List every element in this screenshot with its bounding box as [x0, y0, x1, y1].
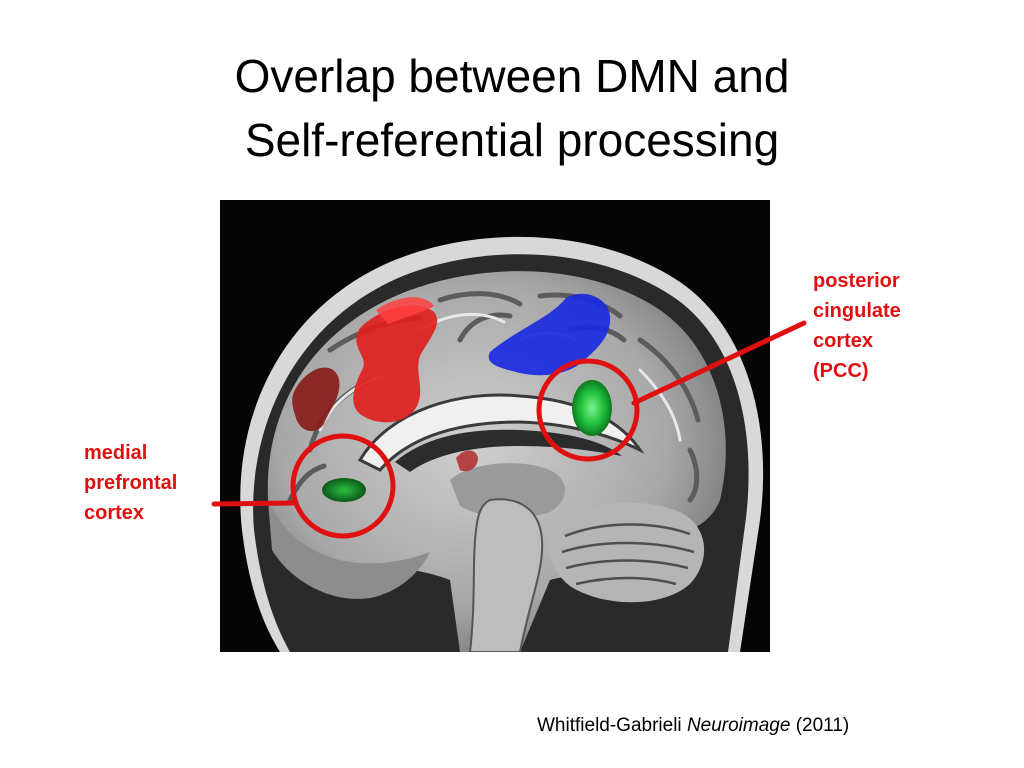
brain-mri-image: [220, 200, 770, 652]
red-activation-2: [376, 297, 434, 324]
citation-author: Whitfield-Gabrieli: [537, 715, 682, 736]
mpfc-label-line-3: cortex: [84, 502, 145, 524]
slide-title: Overlap between DMN and Self-referential…: [0, 44, 1024, 172]
pcc-label: posterior cingulate cortex (PCC): [813, 266, 901, 386]
dark-red-activation: [292, 367, 340, 432]
green-activation-mpfc: [322, 478, 366, 502]
cerebellum-folia: [561, 523, 695, 586]
mpfc-label-line-1: medial: [84, 442, 148, 464]
pcc-label-line-2: cingulate: [813, 300, 901, 322]
frontal-lower-area: [268, 500, 430, 599]
thalamus: [450, 463, 565, 518]
mpfc-label: medial prefrontal cortex: [84, 438, 177, 528]
pcc-label-line-1: posterior: [813, 270, 900, 292]
title-line-2: Self-referential processing: [244, 114, 780, 166]
green-activation-pcc: [572, 380, 612, 436]
citation-journal: Neuroimage: [686, 715, 791, 736]
pcc-label-line-4: (PCC): [813, 360, 869, 382]
red-activation-1: [353, 305, 438, 423]
brain-mri-figure: [220, 200, 770, 652]
small-red-activation: [456, 450, 478, 472]
citation: Whitfield-Gabrieli Neuroimage (2011): [537, 715, 849, 737]
mpfc-label-line-2: prefrontal: [84, 472, 178, 494]
title-line-1: Overlap between DMN and: [234, 50, 790, 102]
citation-year: (2011): [795, 715, 850, 736]
pcc-label-line-3: cortex: [813, 330, 874, 352]
brainstem: [468, 498, 544, 652]
blue-activation: [488, 293, 611, 376]
